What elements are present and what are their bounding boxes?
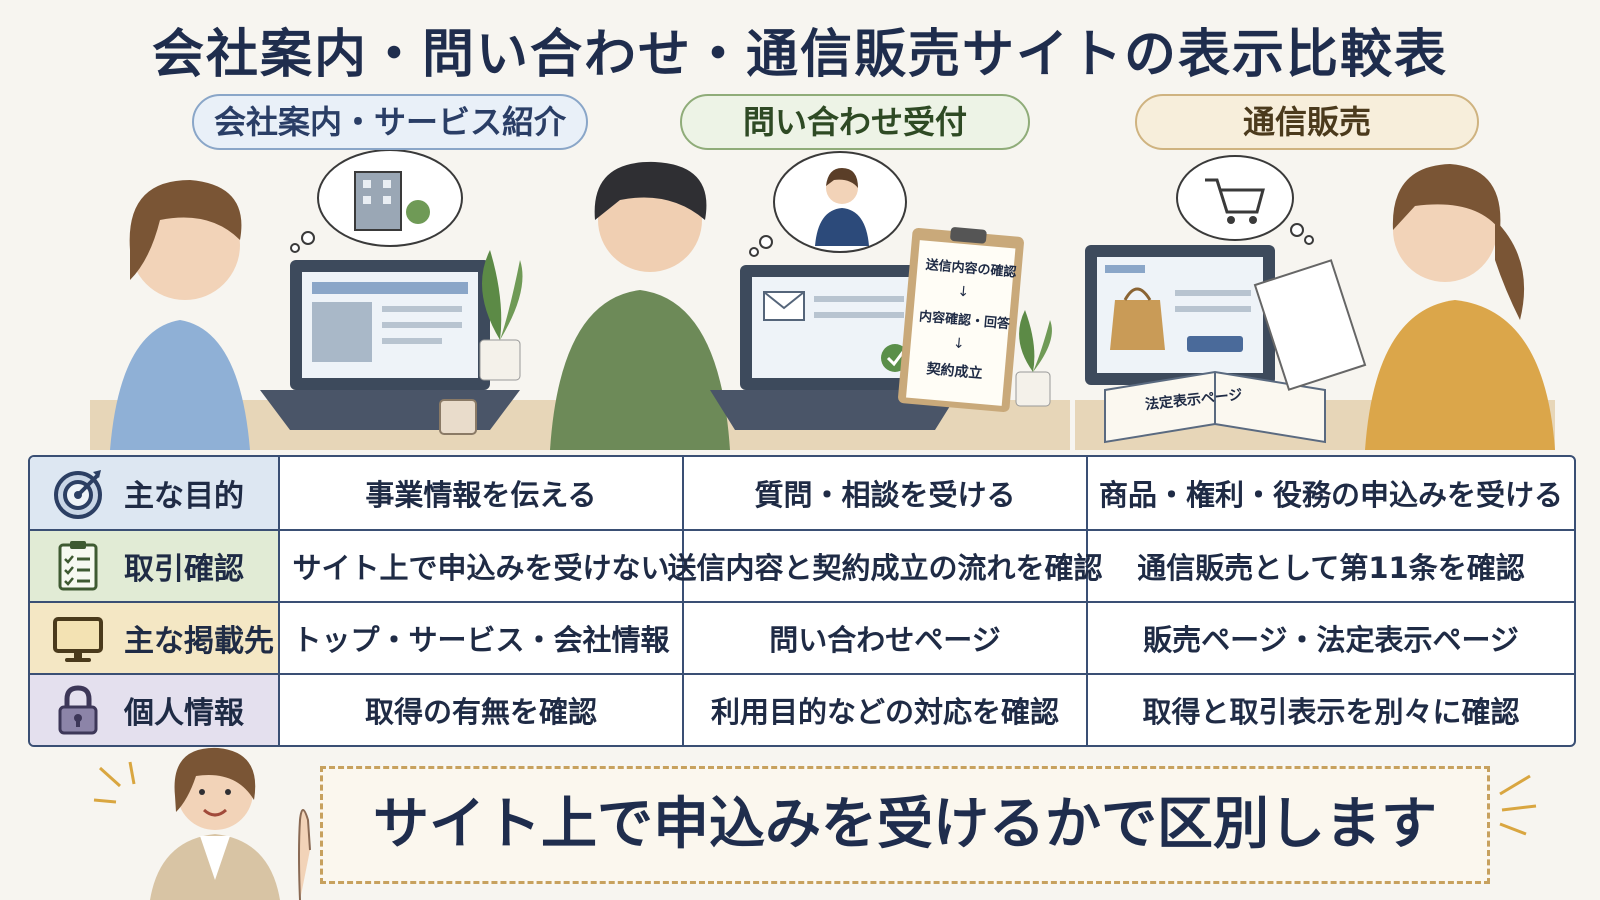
cart-icon [1205,178,1265,224]
table-cell: サイト上で申込みを受けない [280,531,684,601]
lock-icon [48,682,108,738]
table-row: 個人情報 取得の有無を確認 利用目的などの対応を確認 取得と取引表示を別々に確認 [30,673,1574,745]
laptop-icon [710,265,960,430]
laptop-icon [1085,245,1275,385]
row-header-transaction: 取引確認 [30,531,280,601]
comparison-table: 主な目的 事業情報を伝える 質問・相談を受ける 商品・権利・役務の申込みを受ける… [28,455,1576,747]
table-cell: 問い合わせページ [684,603,1088,673]
table-row: 主な目的 事業情報を伝える 質問・相談を受ける 商品・権利・役務の申込みを受ける [30,457,1574,529]
table-cell: 送信内容と契約成立の流れを確認 [668,531,1103,601]
plant-icon [1015,310,1052,407]
table-row: 主な掲載先 トップ・サービス・会社情報 問い合わせページ 販売ページ・法定表示ペ… [30,601,1574,673]
summary-banner-text: サイト上で申込みを受けるかで区別します [373,792,1437,857]
presenter-illustration [79,730,340,900]
book-icon [1104,370,1326,444]
laptop-icon [260,260,520,430]
clipboard-icon [898,227,1024,413]
target-icon [48,465,108,521]
arrow-down-icon: ↓ [957,284,970,301]
plant-icon [479,250,523,381]
table-cell: 利用目的などの対応を確認 [684,675,1088,745]
table-cell: トップ・サービス・会社情報 [280,603,684,673]
building-icon [354,171,430,231]
scene-mailorder: 法定表示ページ [1075,150,1555,450]
category-pill-inquiry: 問い合わせ受付 [680,94,1030,150]
operator-icon [815,168,869,246]
checklist-icon [48,538,108,594]
clipboard-step-3: 契約成立 [925,360,983,382]
sparkle-icon [1499,774,1537,836]
scene-inquiry: 送信内容の確認 ↓ 内容確認・回答 ↓ 契約成立 [550,150,1070,450]
page-title: 会社案内・問い合わせ・通信販売サイトの表示比較表 [151,25,1448,85]
monitor-icon [48,610,108,666]
summary-banner [320,766,1490,884]
table-cell: 事業情報を伝える [280,457,684,529]
row-header-purpose: 主な目的 [30,457,280,529]
row-header-placement: 主な掲載先 [30,603,280,673]
table-row: 取引確認 サイト上で申込みを受けない 送信内容と契約成立の流れを確認 通信販売と… [30,529,1574,601]
table-cell: 質問・相談を受ける [684,457,1088,529]
row-header-privacy: 個人情報 [30,675,280,745]
table-cell: 商品・権利・役務の申込みを受ける [1098,478,1563,512]
table-cell: 取得と取引表示を別々に確認 [1142,695,1520,729]
category-pill-company: 会社案内・サービス紹介 [192,94,588,150]
table-cell: 取得の有無を確認 [280,675,684,745]
sparkle-icon [93,761,136,804]
scene-company-info [90,150,550,450]
table-cell: 通信販売として第11条を確認 [1137,551,1525,585]
category-pill-mailorder: 通信販売 [1135,94,1479,150]
arrow-down-icon: ↓ [952,335,965,352]
table-cell: 販売ページ・法定表示ページ [1143,623,1519,657]
